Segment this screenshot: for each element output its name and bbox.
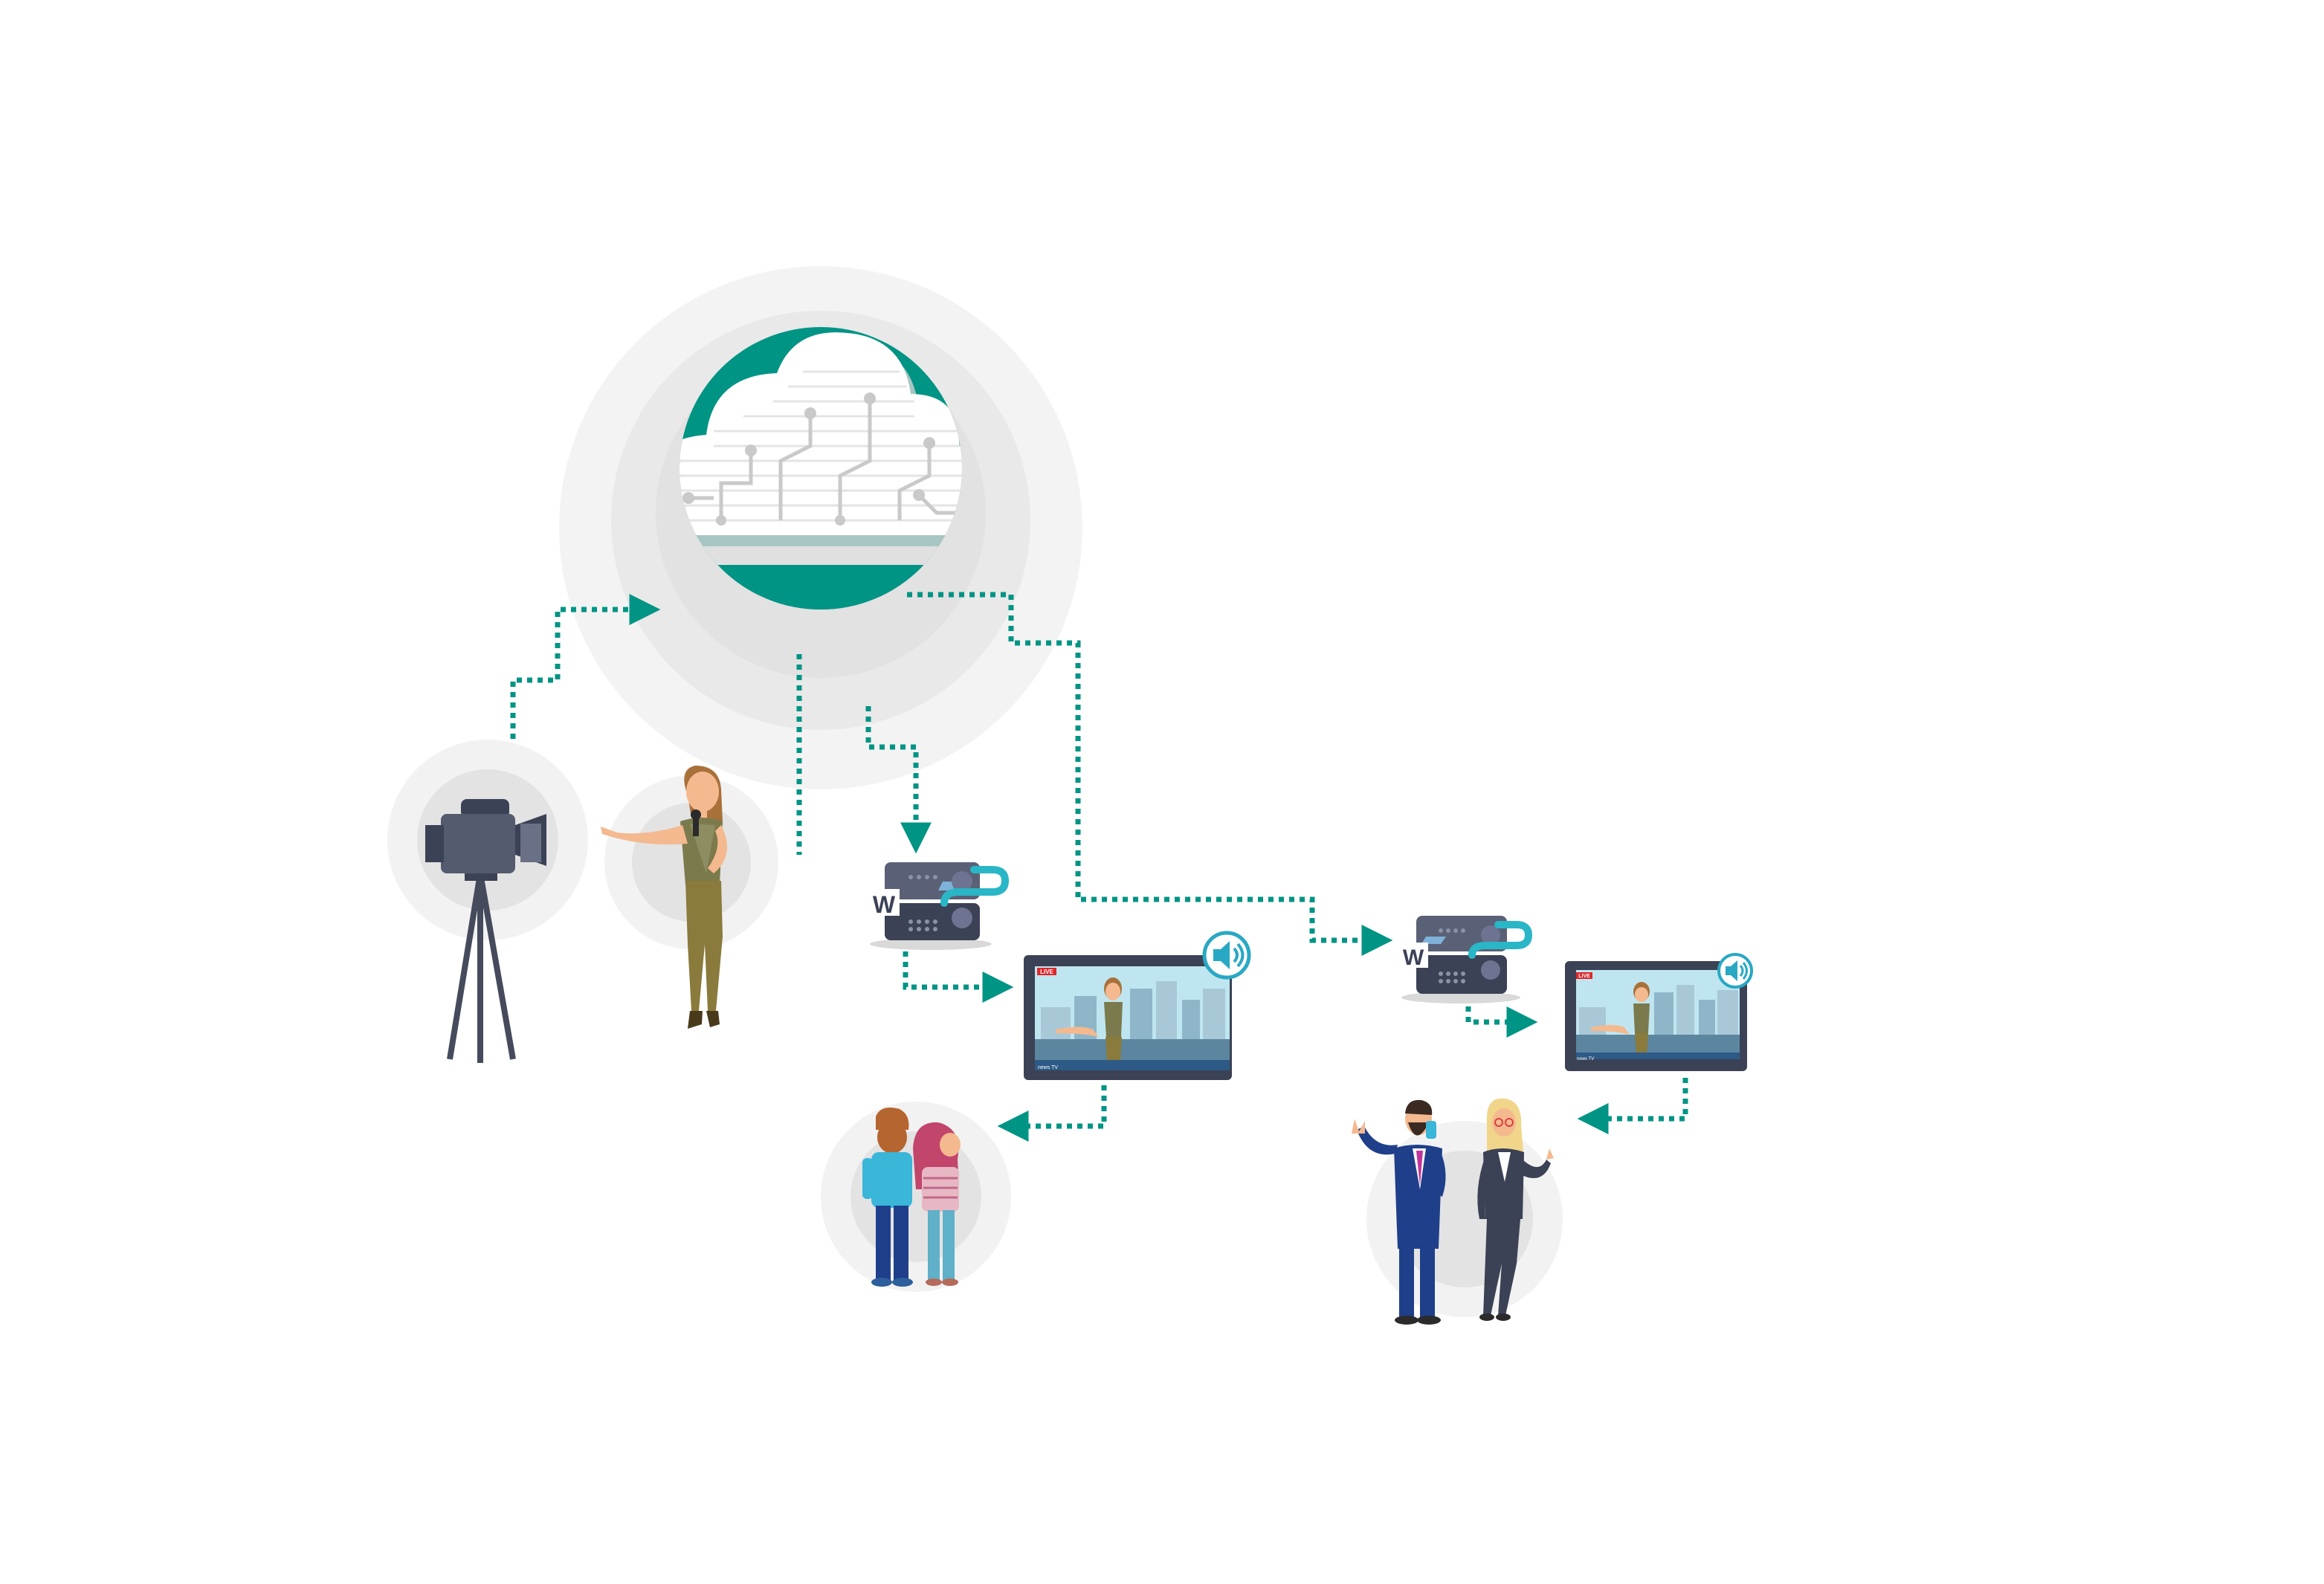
w-media-player-icon: W <box>870 862 1010 940</box>
reporter-figure <box>601 766 727 1029</box>
w-media-player-icon: W <box>1400 916 1533 994</box>
audience-young-couple <box>821 1102 1011 1292</box>
display-2-live-label: LIVE <box>1578 974 1590 979</box>
tv-display-icon: LIVE news TV <box>1565 961 1747 1071</box>
connector-display-2-to-audience-2 <box>1577 1078 1688 1134</box>
connector-cloud-to-player-2 <box>907 592 1393 956</box>
display-2-ticker: news TV <box>1577 1057 1594 1061</box>
connector-camera-to-cloud <box>510 594 661 780</box>
young-man-figure <box>862 1107 913 1287</box>
cloud-hub <box>559 266 1082 789</box>
media-player-1: W <box>870 862 1010 950</box>
speaker-volume-icon <box>1202 931 1251 980</box>
businesswoman-figure <box>1477 1098 1554 1321</box>
display-2: LIVE news TV <box>1565 953 1753 1071</box>
display-1-ticker: news TV <box>1038 1065 1058 1070</box>
connector-display-1-to-audience-1 <box>997 1085 1107 1142</box>
player-1-logo: W <box>873 891 896 918</box>
tv-display-icon: LIVE news TV <box>1024 955 1232 1080</box>
connector-player-1-to-display-1 <box>903 951 1014 1003</box>
camera-station <box>387 740 588 1063</box>
speaker-volume-icon <box>1717 953 1753 989</box>
cloud-circuit-icon <box>680 332 962 610</box>
media-player-2: W <box>1400 916 1533 1003</box>
reporter-station <box>601 766 778 1029</box>
young-woman-figure <box>913 1122 961 1286</box>
connector-cloud-to-player-1 <box>865 706 932 854</box>
audience-business-pair <box>1352 1098 1563 1325</box>
businessman-figure <box>1352 1099 1446 1325</box>
flow-connectors <box>510 592 1688 1142</box>
display-1: LIVE news TV <box>1024 931 1251 1080</box>
display-1-live-label: LIVE <box>1040 969 1053 975</box>
player-2-logo: W <box>1403 945 1424 970</box>
video-camera-icon <box>425 799 546 1063</box>
connector-player-2-to-display-2 <box>1465 996 1538 1038</box>
